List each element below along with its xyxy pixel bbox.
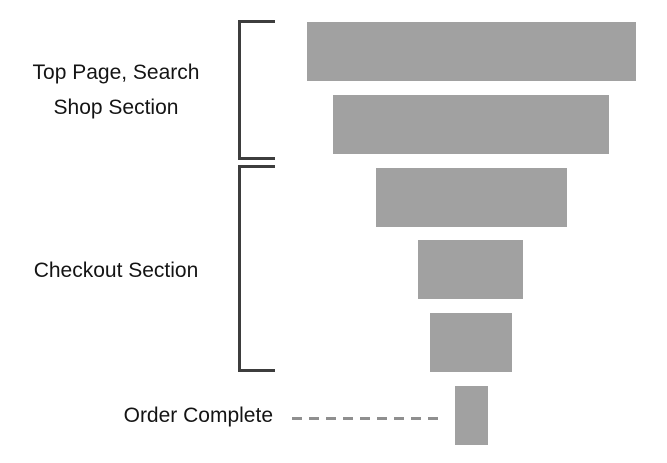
bracket-checkout-section — [238, 165, 275, 372]
label-order-complete: Order Complete — [123, 404, 273, 427]
funnel-bar-1 — [307, 22, 636, 81]
label-top-group: Top Page, Search Shop Section — [10, 55, 222, 125]
label-checkout-section: Checkout Section — [33, 259, 199, 282]
funnel-bar-2 — [333, 95, 609, 154]
order-complete-connector-line — [292, 417, 442, 420]
funnel-bar-3 — [376, 168, 567, 227]
label-top-group-line1: Top Page, Search — [32, 61, 200, 84]
funnel-bar-6 — [455, 386, 488, 445]
label-top-group-line2: Shop Section — [53, 96, 179, 119]
bracket-top-group — [238, 20, 275, 160]
funnel-bar-5 — [430, 313, 512, 372]
funnel-bar-4 — [418, 240, 523, 299]
